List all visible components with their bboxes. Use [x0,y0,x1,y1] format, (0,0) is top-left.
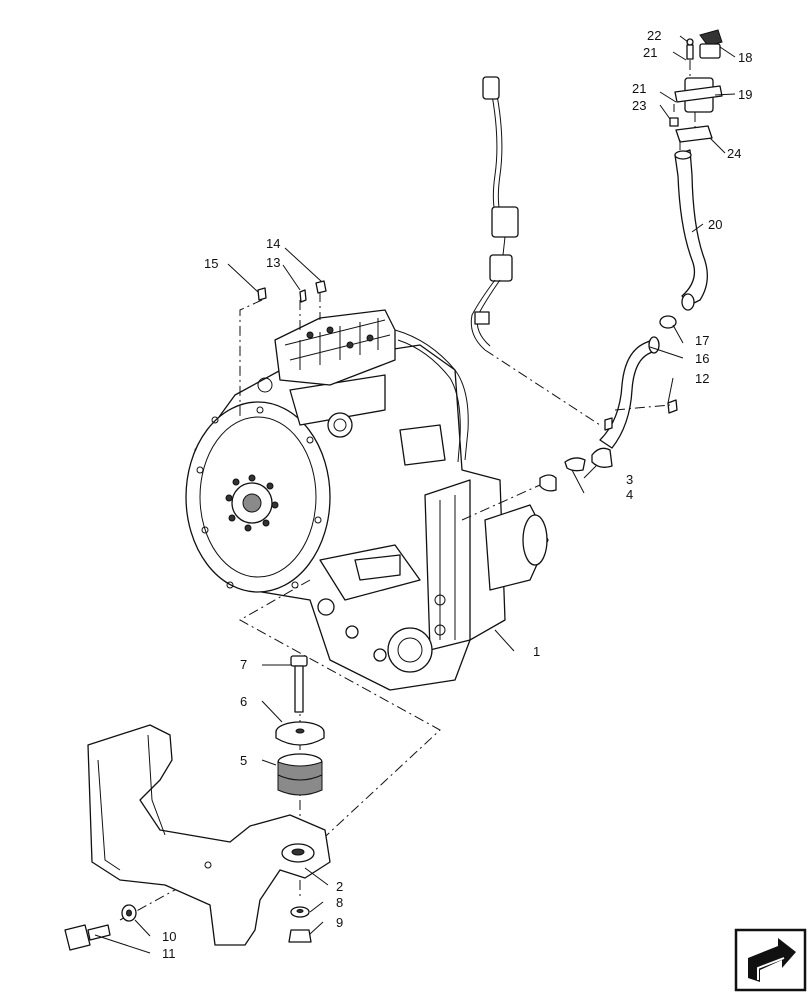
callout-11: 11 [162,946,176,961]
wiring-harness [470,76,519,351]
transmission-assembly [185,309,549,691]
hose-16 [599,315,677,449]
callout-6: 6 [240,694,247,709]
callout-18: 18 [738,50,752,65]
callout-labels: 1 2 3 4 5 6 7 8 9 10 11 12 13 14 15 16 1… [162,28,752,961]
breather-stack [669,29,723,150]
callout-23: 23 [632,98,646,113]
callout-1: 1 [533,644,540,659]
callout-9: 9 [336,915,343,930]
callout-21-lower: 21 [632,81,646,96]
callout-13: 13 [266,255,280,270]
callout-10: 10 [162,929,176,944]
callout-leaders [94,35,736,954]
callout-8: 8 [336,895,343,910]
callout-24: 24 [727,146,741,161]
next-page-arrow-icon[interactable] [734,928,807,992]
callout-19: 19 [738,87,752,102]
callout-12: 12 [695,371,709,386]
callout-14: 14 [266,236,280,251]
callout-20: 20 [708,217,722,232]
hose-20 [674,149,708,311]
callout-15: 15 [204,256,218,271]
callout-17: 17 [695,333,709,348]
callout-22: 22 [647,28,661,43]
callout-5: 5 [240,753,247,768]
callout-21-upper: 21 [643,45,657,60]
callout-16: 16 [695,351,709,366]
callout-7: 7 [240,657,247,672]
mounting-hardware [64,655,331,951]
callout-3: 3 [626,472,633,487]
callout-4: 4 [626,487,633,502]
callout-2: 2 [336,879,343,894]
clamps [257,280,678,492]
